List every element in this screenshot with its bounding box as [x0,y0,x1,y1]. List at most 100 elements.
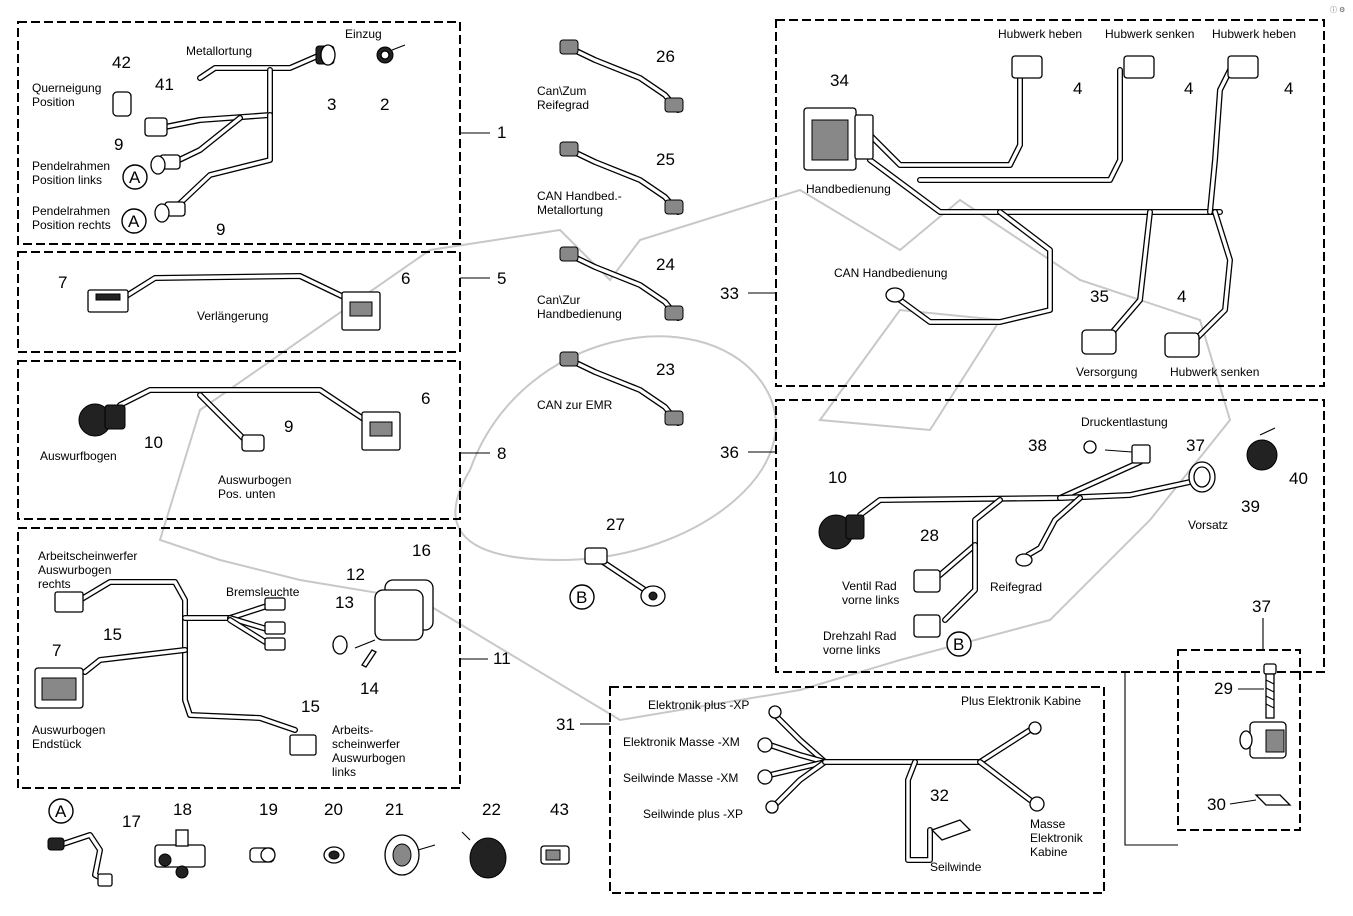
callout-19: 19 [259,800,278,819]
callout-25: 25 [656,150,675,169]
callout-24: 24 [656,255,675,274]
label-reifegrad: Reifegrad [990,580,1042,594]
label-arbeitsschein-rechts-2: Auswurbogen [38,563,111,577]
marker-b1-label: B [576,588,587,607]
marker-a1 [122,164,148,190]
label-seilwinde-masse: Seilwinde Masse -XM [623,771,738,785]
label-arbeitsschein-links-1: Arbeits- [332,723,373,737]
callout-31: 31 [556,715,575,734]
part-group-11-harness [34,579,434,756]
label-hubwerk-heben-1: Hubwerk heben [998,27,1082,41]
callout-12: 12 [346,565,365,584]
label-arbeitsschein-links-3: Auswurbogen [332,751,405,765]
label-can-handbed-2: Metallortung [537,203,603,217]
callout-7b: 7 [52,641,61,660]
callout-9c: 9 [284,417,293,436]
callout-36: 36 [720,443,739,462]
label-arbeitsschein-links-4: links [332,765,356,779]
label-ventil-rad-2: vorne links [842,593,899,607]
label-versorgung: Versorgung [1076,365,1137,379]
label-drehzahl-rad-1: Drehzahl Rad [823,629,896,643]
callout-16: 16 [412,541,431,560]
callout-37a: 37 [1186,436,1205,455]
label-auswurfbogen: Auswurfbogen [40,449,117,463]
callout-32: 32 [930,786,949,805]
callout-27: 27 [606,515,625,534]
callout-10b: 10 [828,468,847,487]
part-group-36-harness [818,427,1278,638]
callout-4a: 4 [1073,79,1082,98]
marker-a1-label: A [129,168,141,187]
leader-30 [1229,799,1257,805]
callout-5: 5 [497,269,506,288]
callout-23: 23 [656,360,675,379]
label-can-reifegrad-2: Reifegrad [537,98,589,112]
marker-a3-label: A [55,802,67,821]
part-37-solenoid [1239,663,1292,806]
part-group-31-harness [757,705,1045,863]
callout-4b: 4 [1184,79,1193,98]
callout-6a: 6 [401,269,410,288]
callout-15a: 15 [103,625,122,644]
part-group-8-harness [78,387,401,452]
label-pendel-rechts-1: Pendelrahmen [32,204,110,218]
label-drehzahl-rad-2: vorne links [823,643,880,657]
marker-a3 [48,798,74,824]
callout-37b: 37 [1252,597,1271,616]
label-auswurbogen-end-2: Endstück [32,737,82,751]
callout-22: 22 [482,800,501,819]
label-vorsatz: Vorsatz [1188,518,1228,532]
callout-26: 26 [656,47,675,66]
part-27-sensor [584,547,666,607]
label-arbeitsschein-rechts-3: rechts [38,577,71,591]
label-einzug: Einzug [345,27,382,41]
callout-11: 11 [493,649,511,668]
marker-a2-label: A [128,212,140,231]
label-pendel-links-2: Position links [32,173,102,187]
label-hubwerk-senken-1: Hubwerk senken [1105,27,1194,41]
label-ventil-rad-1: Ventil Rad [842,579,897,593]
callout-21: 21 [385,800,404,819]
label-auswurfbogen-pos-2: Pos. unten [218,487,275,501]
group-37-box [1177,649,1301,831]
label-elektronik-masse: Elektronik Masse -XM [623,735,740,749]
label-can-reifegrad-1: Can\Zum [537,84,586,98]
callout-18: 18 [173,800,192,819]
watermark [158,188,1232,722]
callout-4d: 4 [1177,287,1186,306]
label-masse-kabine-1: Masse [1030,817,1066,831]
label-verlaengerung: Verlängerung [197,309,268,323]
callout-41: 41 [155,75,174,94]
callout-42: 42 [112,53,131,72]
callout-10a: 10 [144,433,163,452]
label-seilwinde-plus: Seilwinde plus -XP [643,807,743,821]
label-auswurfbogen-pos-1: Auswurbogen [218,473,291,487]
label-pendel-links-1: Pendelrahmen [32,159,110,173]
label-seilwinde: Seilwinde [930,860,982,874]
callout-2: 2 [380,95,389,114]
marker-b2-label: B [953,635,964,654]
group-33-box [775,19,1325,387]
group-11-box [17,527,461,789]
label-druckentlastung: Druckentlastung [1081,415,1168,429]
callout-8: 8 [497,444,506,463]
label-can-zur-handbed-2: Handbedienung [537,307,622,321]
label-auswurbogen-end-1: Auswurbogen [32,723,105,737]
callout-35: 35 [1090,287,1109,306]
callout-1: 1 [497,123,506,142]
label-querneigung-1: Querneigung [32,81,101,95]
callout-14: 14 [360,679,379,698]
label-pendel-rechts-2: Position rechts [32,218,111,232]
part-21-socket [384,834,436,876]
corner-icons: ⓘ ⚙ [1330,6,1345,14]
label-elektronik-plus: Elektronik plus -XP [648,698,749,712]
label-arbeitsschein-links-2: scheinwerfer [332,737,400,751]
callout-13: 13 [335,593,354,612]
label-hubwerk-senken-2: Hubwerk senken [1170,365,1259,379]
callout-34: 34 [830,71,849,90]
label-querneigung-2: Position [32,95,75,109]
callout-28: 28 [920,526,939,545]
label-can-zur-handbed-1: Can\Zur [537,293,580,307]
